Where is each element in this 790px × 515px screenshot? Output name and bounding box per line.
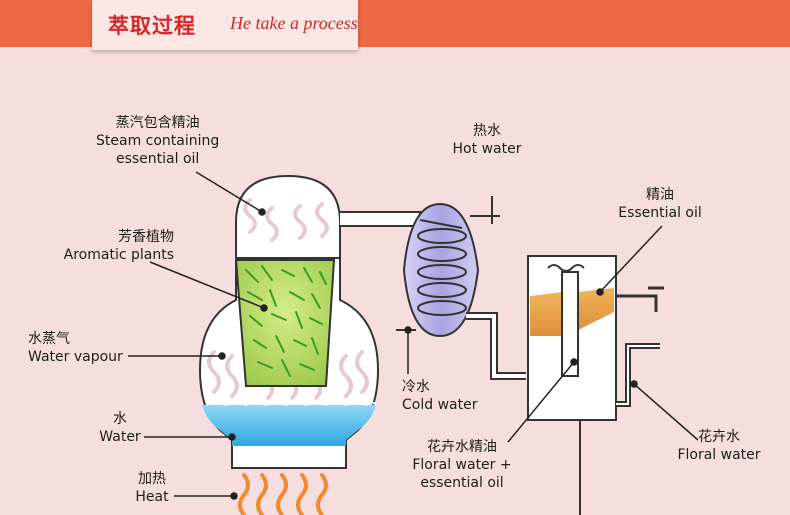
- label-water: 水 Water: [99, 411, 141, 445]
- label-aromatic-plants: 芳香植物 Aromatic plants: [63, 229, 174, 263]
- condenser: [396, 196, 526, 380]
- label-floral-water: 花卉水 Floral water: [677, 429, 761, 463]
- label-water-vapour: 水蒸气 Water vapour: [28, 331, 123, 365]
- header-title-en: He take a process: [230, 13, 358, 33]
- separator: [527, 255, 664, 515]
- label-essential-oil: 精油 Essential oil: [618, 187, 702, 221]
- header-title-cn: 萃取过程: [108, 14, 196, 38]
- boiler: [198, 174, 421, 469]
- label-floral-water-oil: 花卉水精油 Floral water + essential oil: [412, 439, 512, 491]
- label-hot-water: 热水 Hot water: [452, 123, 522, 157]
- header-title-box: [92, 0, 358, 50]
- heat-flames: [238, 473, 328, 515]
- label-cold-water: 冷水 Cold water: [402, 379, 478, 413]
- label-steam: 蒸汽包含精油 Steam containing essential oil: [96, 115, 220, 167]
- label-heat: 加热 Heat: [135, 471, 169, 505]
- leader-lines: [128, 171, 699, 500]
